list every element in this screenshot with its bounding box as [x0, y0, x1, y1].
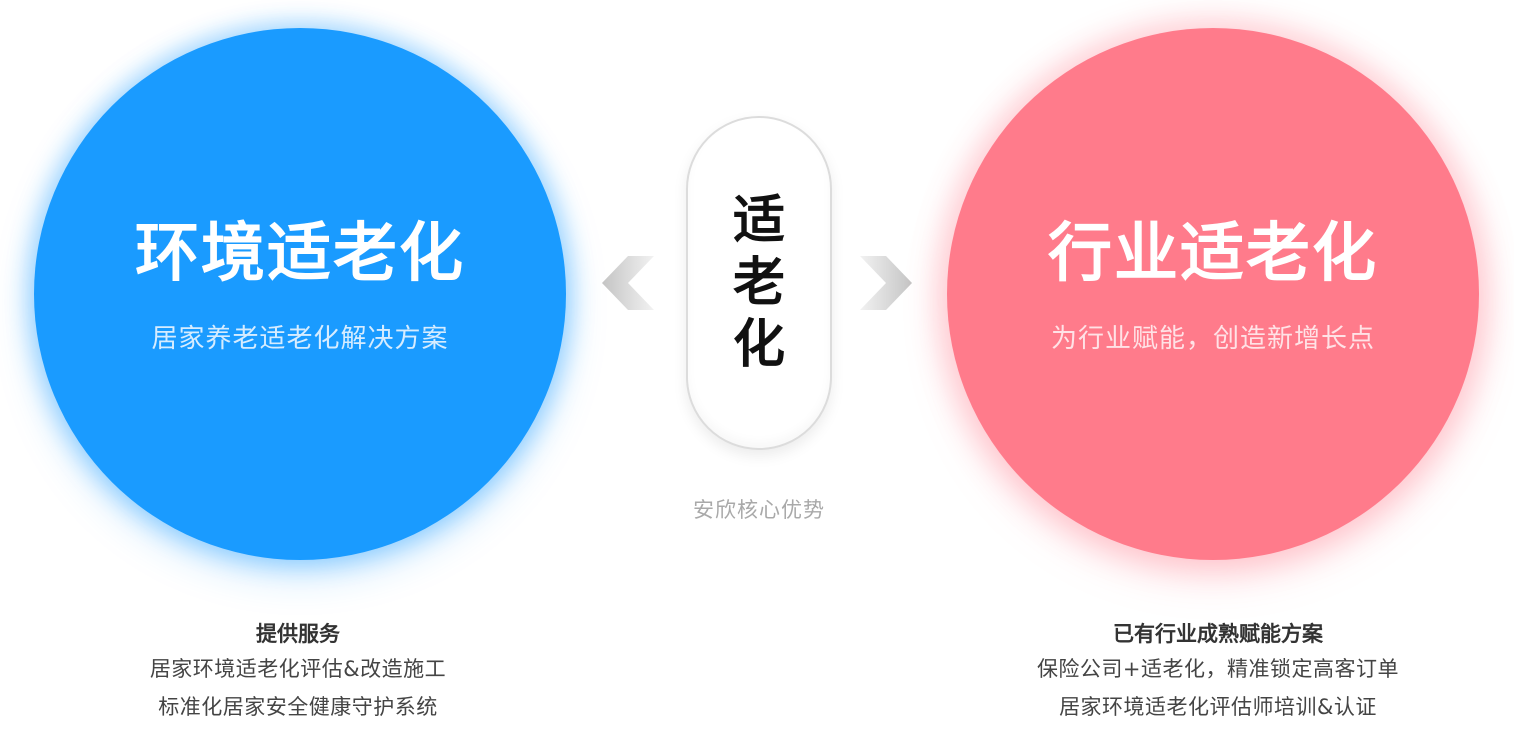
pill-char: 老 — [732, 252, 785, 313]
environment-aging-circle: 环境适老化 居家养老适老化解决方案 — [34, 28, 566, 560]
industry-aging-circle: 行业适老化 为行业赋能，创造新增长点 — [947, 28, 1479, 560]
info-heading: 已有行业成熟赋能方案 — [1113, 622, 1323, 646]
services-info: 提供服务 居家环境适老化评估&改造施工 标准化居家安全健康守护系统 — [58, 618, 538, 726]
info-line: 保险公司+适老化，精准锁定高客订单 — [1036, 657, 1400, 681]
pill-char: 化 — [732, 314, 785, 375]
circle-title: 行业适老化 — [1048, 216, 1378, 291]
core-advantage-caption: 安欣核心优势 — [693, 498, 825, 522]
info-line: 居家环境适老化评估师培训&认证 — [1059, 695, 1377, 719]
circle-subtitle: 居家养老适老化解决方案 — [151, 324, 449, 354]
circle-title: 环境适老化 — [135, 216, 465, 291]
industry-solutions-info: 已有行业成熟赋能方案 保险公司+适老化，精准锁定高客订单 居家环境适老化评估师培… — [978, 618, 1458, 726]
chevron-left-icon — [602, 256, 654, 310]
circle-subtitle: 为行业赋能，创造新增长点 — [1050, 324, 1375, 354]
info-line: 居家环境适老化评估&改造施工 — [149, 657, 447, 681]
info-line: 标准化居家安全健康守护系统 — [158, 695, 438, 719]
pill-char: 适 — [732, 190, 785, 251]
info-heading: 提供服务 — [256, 622, 340, 646]
chevron-right-icon — [860, 256, 912, 310]
core-concept-pill: 适 老 化 — [686, 116, 832, 450]
